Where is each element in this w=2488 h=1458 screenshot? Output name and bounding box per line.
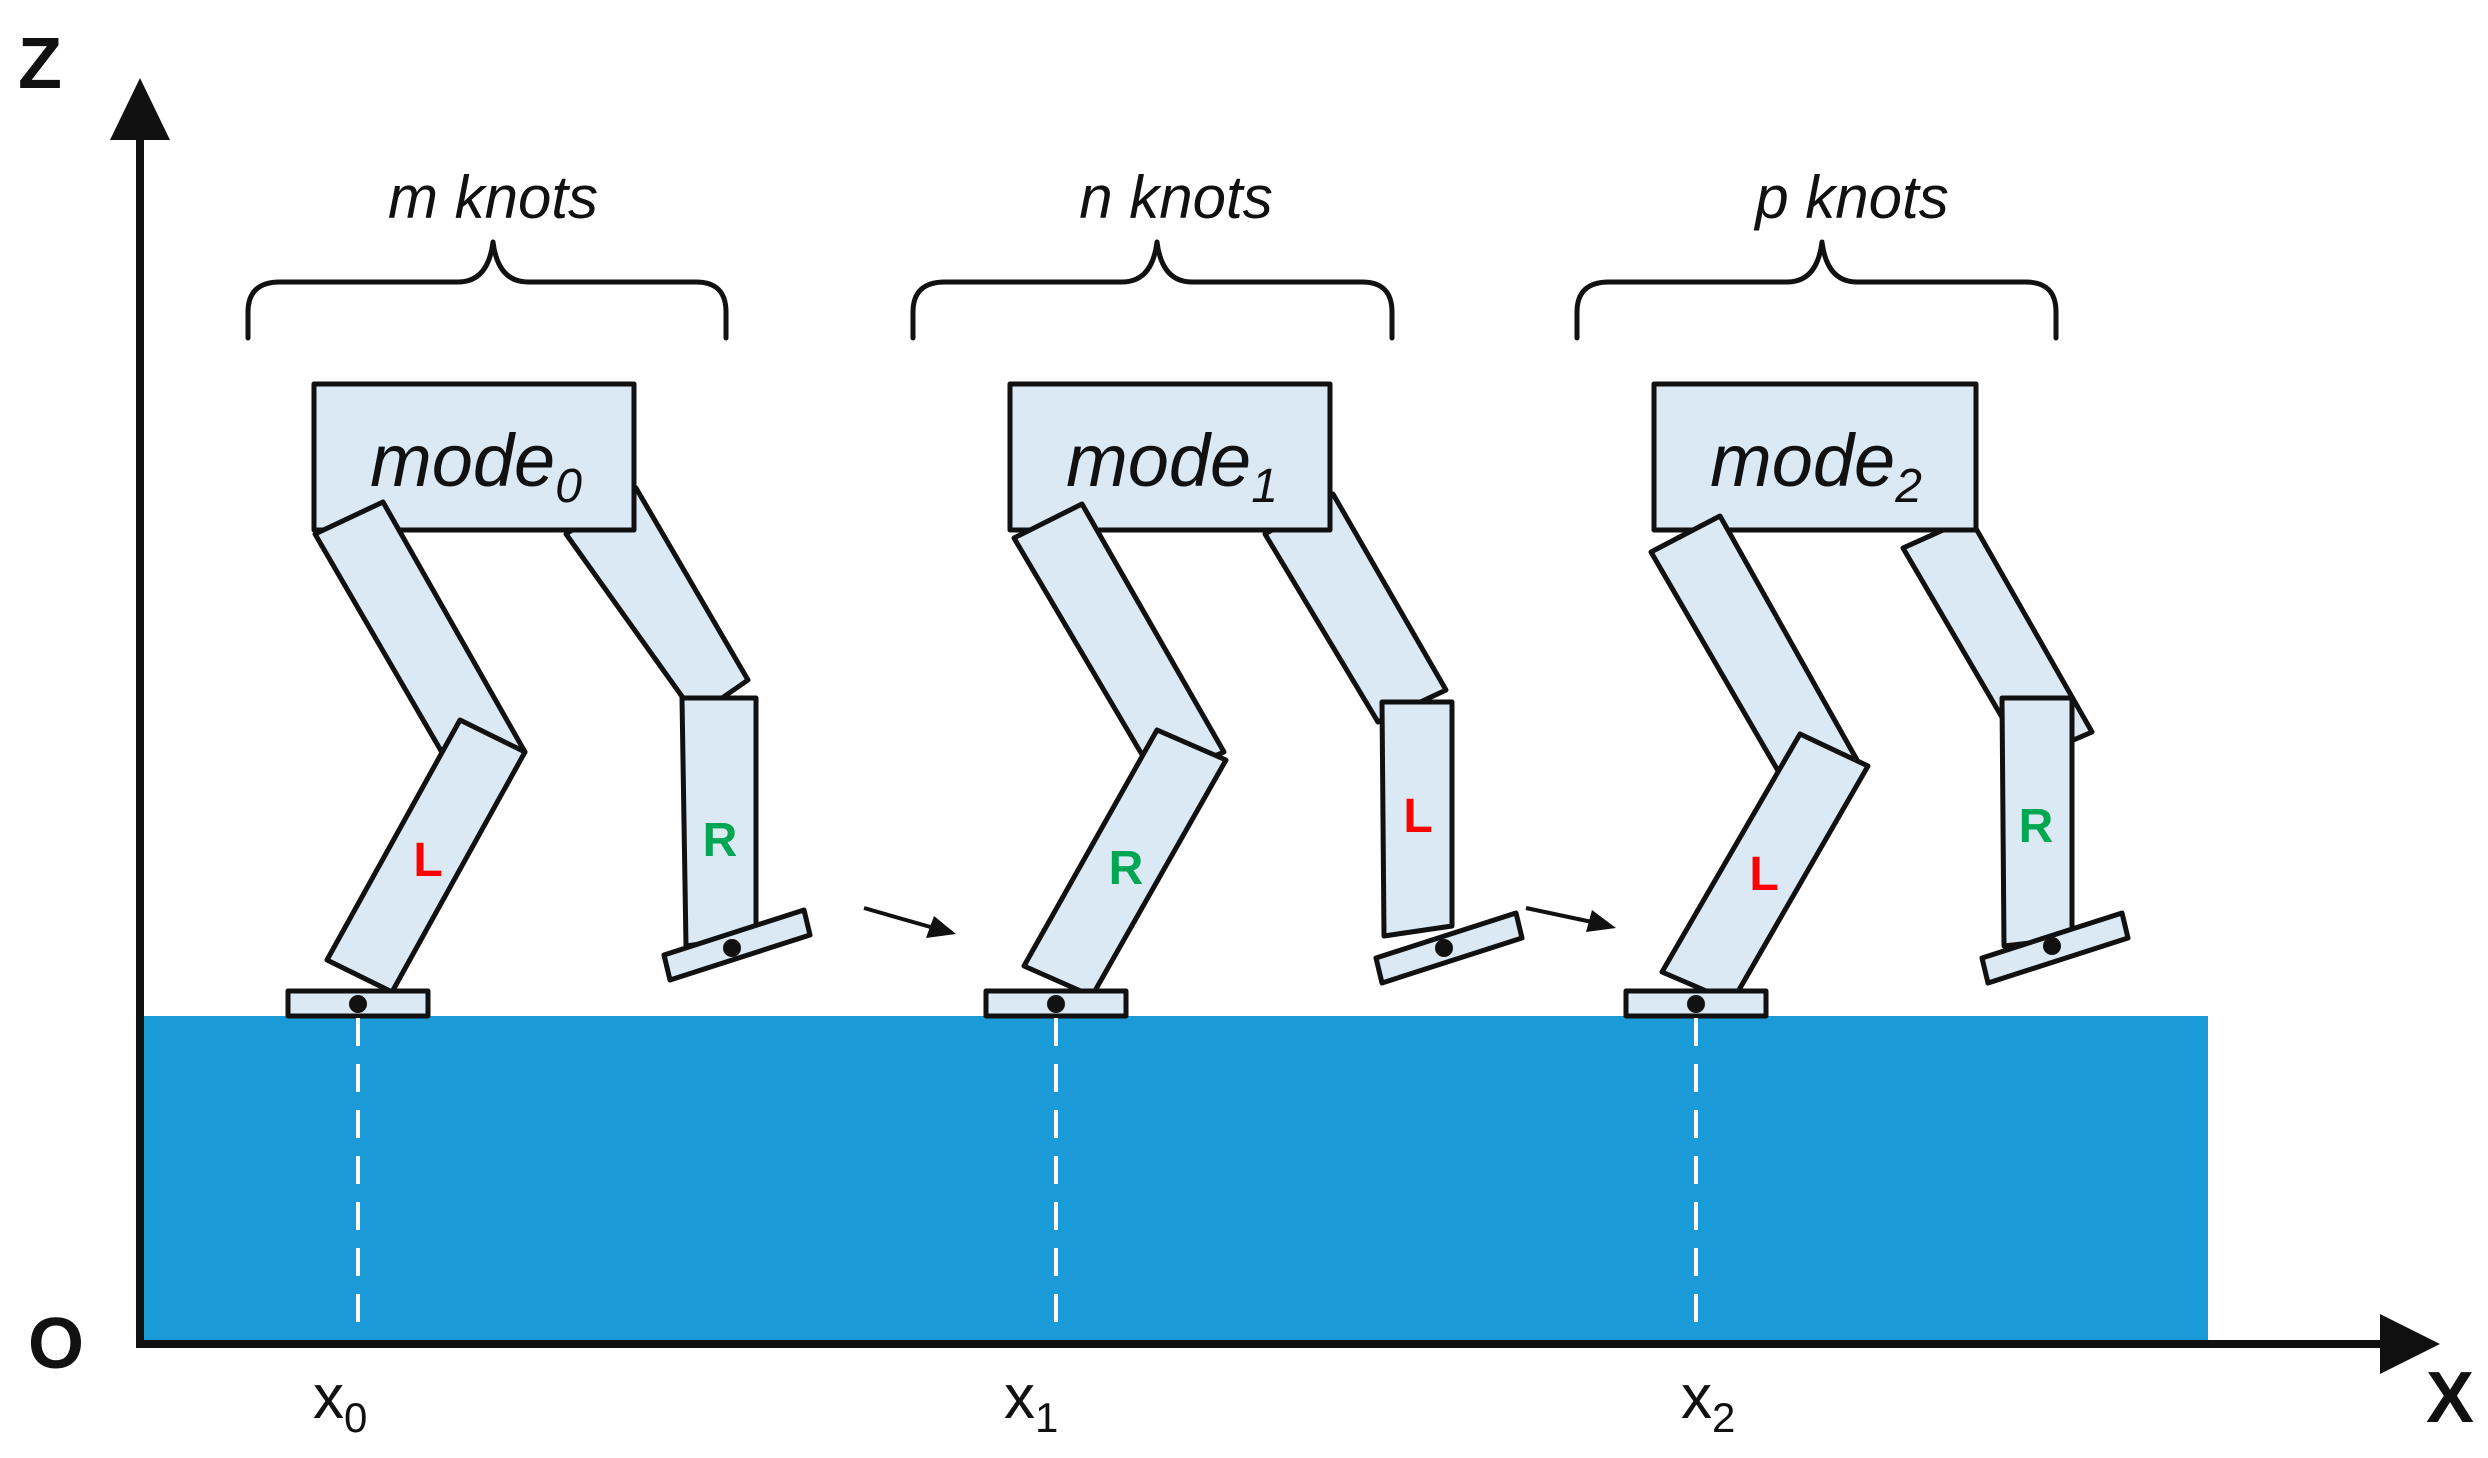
- front-foot-contact-dot: [1047, 995, 1065, 1013]
- ground-region: [140, 1016, 2208, 1341]
- phase-1: n knots L mode1 R x1: [910, 164, 1525, 1441]
- knots-label: n knots: [1079, 164, 1272, 231]
- front-leg-label: L: [1749, 848, 1778, 901]
- transition-arrow-0: [863, 906, 956, 938]
- x-axis-label: X: [2426, 1358, 2474, 1438]
- back-foot-contact-dot: [1435, 939, 1453, 957]
- knots-brace: [245, 239, 729, 341]
- mode-label: mode0: [370, 419, 582, 513]
- phase-0: m knots R mode0 L x0: [245, 164, 813, 1441]
- knots-label: p knots: [1753, 164, 1948, 231]
- back-foot-contact-dot: [2043, 937, 2061, 955]
- z-axis-arrowhead: [110, 78, 170, 140]
- mode-label: mode2: [1710, 419, 1922, 513]
- torso-block: [311, 381, 637, 533]
- front-foot-contact-dot: [349, 995, 367, 1013]
- torso-block: [1651, 381, 1979, 533]
- transition-arrow-1: [1525, 906, 1616, 932]
- x-axis-arrowhead: [2380, 1314, 2440, 1374]
- phase-2: p knots R mode2 L x2: [1574, 164, 2131, 1441]
- knots-label: m knots: [388, 164, 598, 231]
- back-leg-label: R: [703, 814, 738, 867]
- z-axis-label: Z: [18, 24, 62, 104]
- front-leg-label: R: [1109, 842, 1144, 895]
- knots-brace: [910, 239, 1395, 341]
- front-foot-contact-dot: [1687, 995, 1705, 1013]
- back-leg-label: R: [2019, 800, 2054, 853]
- x-position-label: x1: [1004, 1363, 1058, 1441]
- back-foot-contact-dot: [723, 939, 741, 957]
- front-leg-thigh: [1011, 501, 1227, 783]
- back-leg-shank: [1379, 699, 1455, 939]
- knots-brace: [1574, 239, 2059, 341]
- mode-label: mode1: [1066, 419, 1278, 513]
- x-position-label: x2: [1681, 1363, 1735, 1441]
- origin-label: O: [28, 1304, 84, 1384]
- front-leg-label: L: [413, 834, 442, 887]
- torso-block: [1007, 381, 1333, 533]
- x-position-label: x0: [313, 1363, 367, 1441]
- back-leg-label: L: [1403, 790, 1432, 843]
